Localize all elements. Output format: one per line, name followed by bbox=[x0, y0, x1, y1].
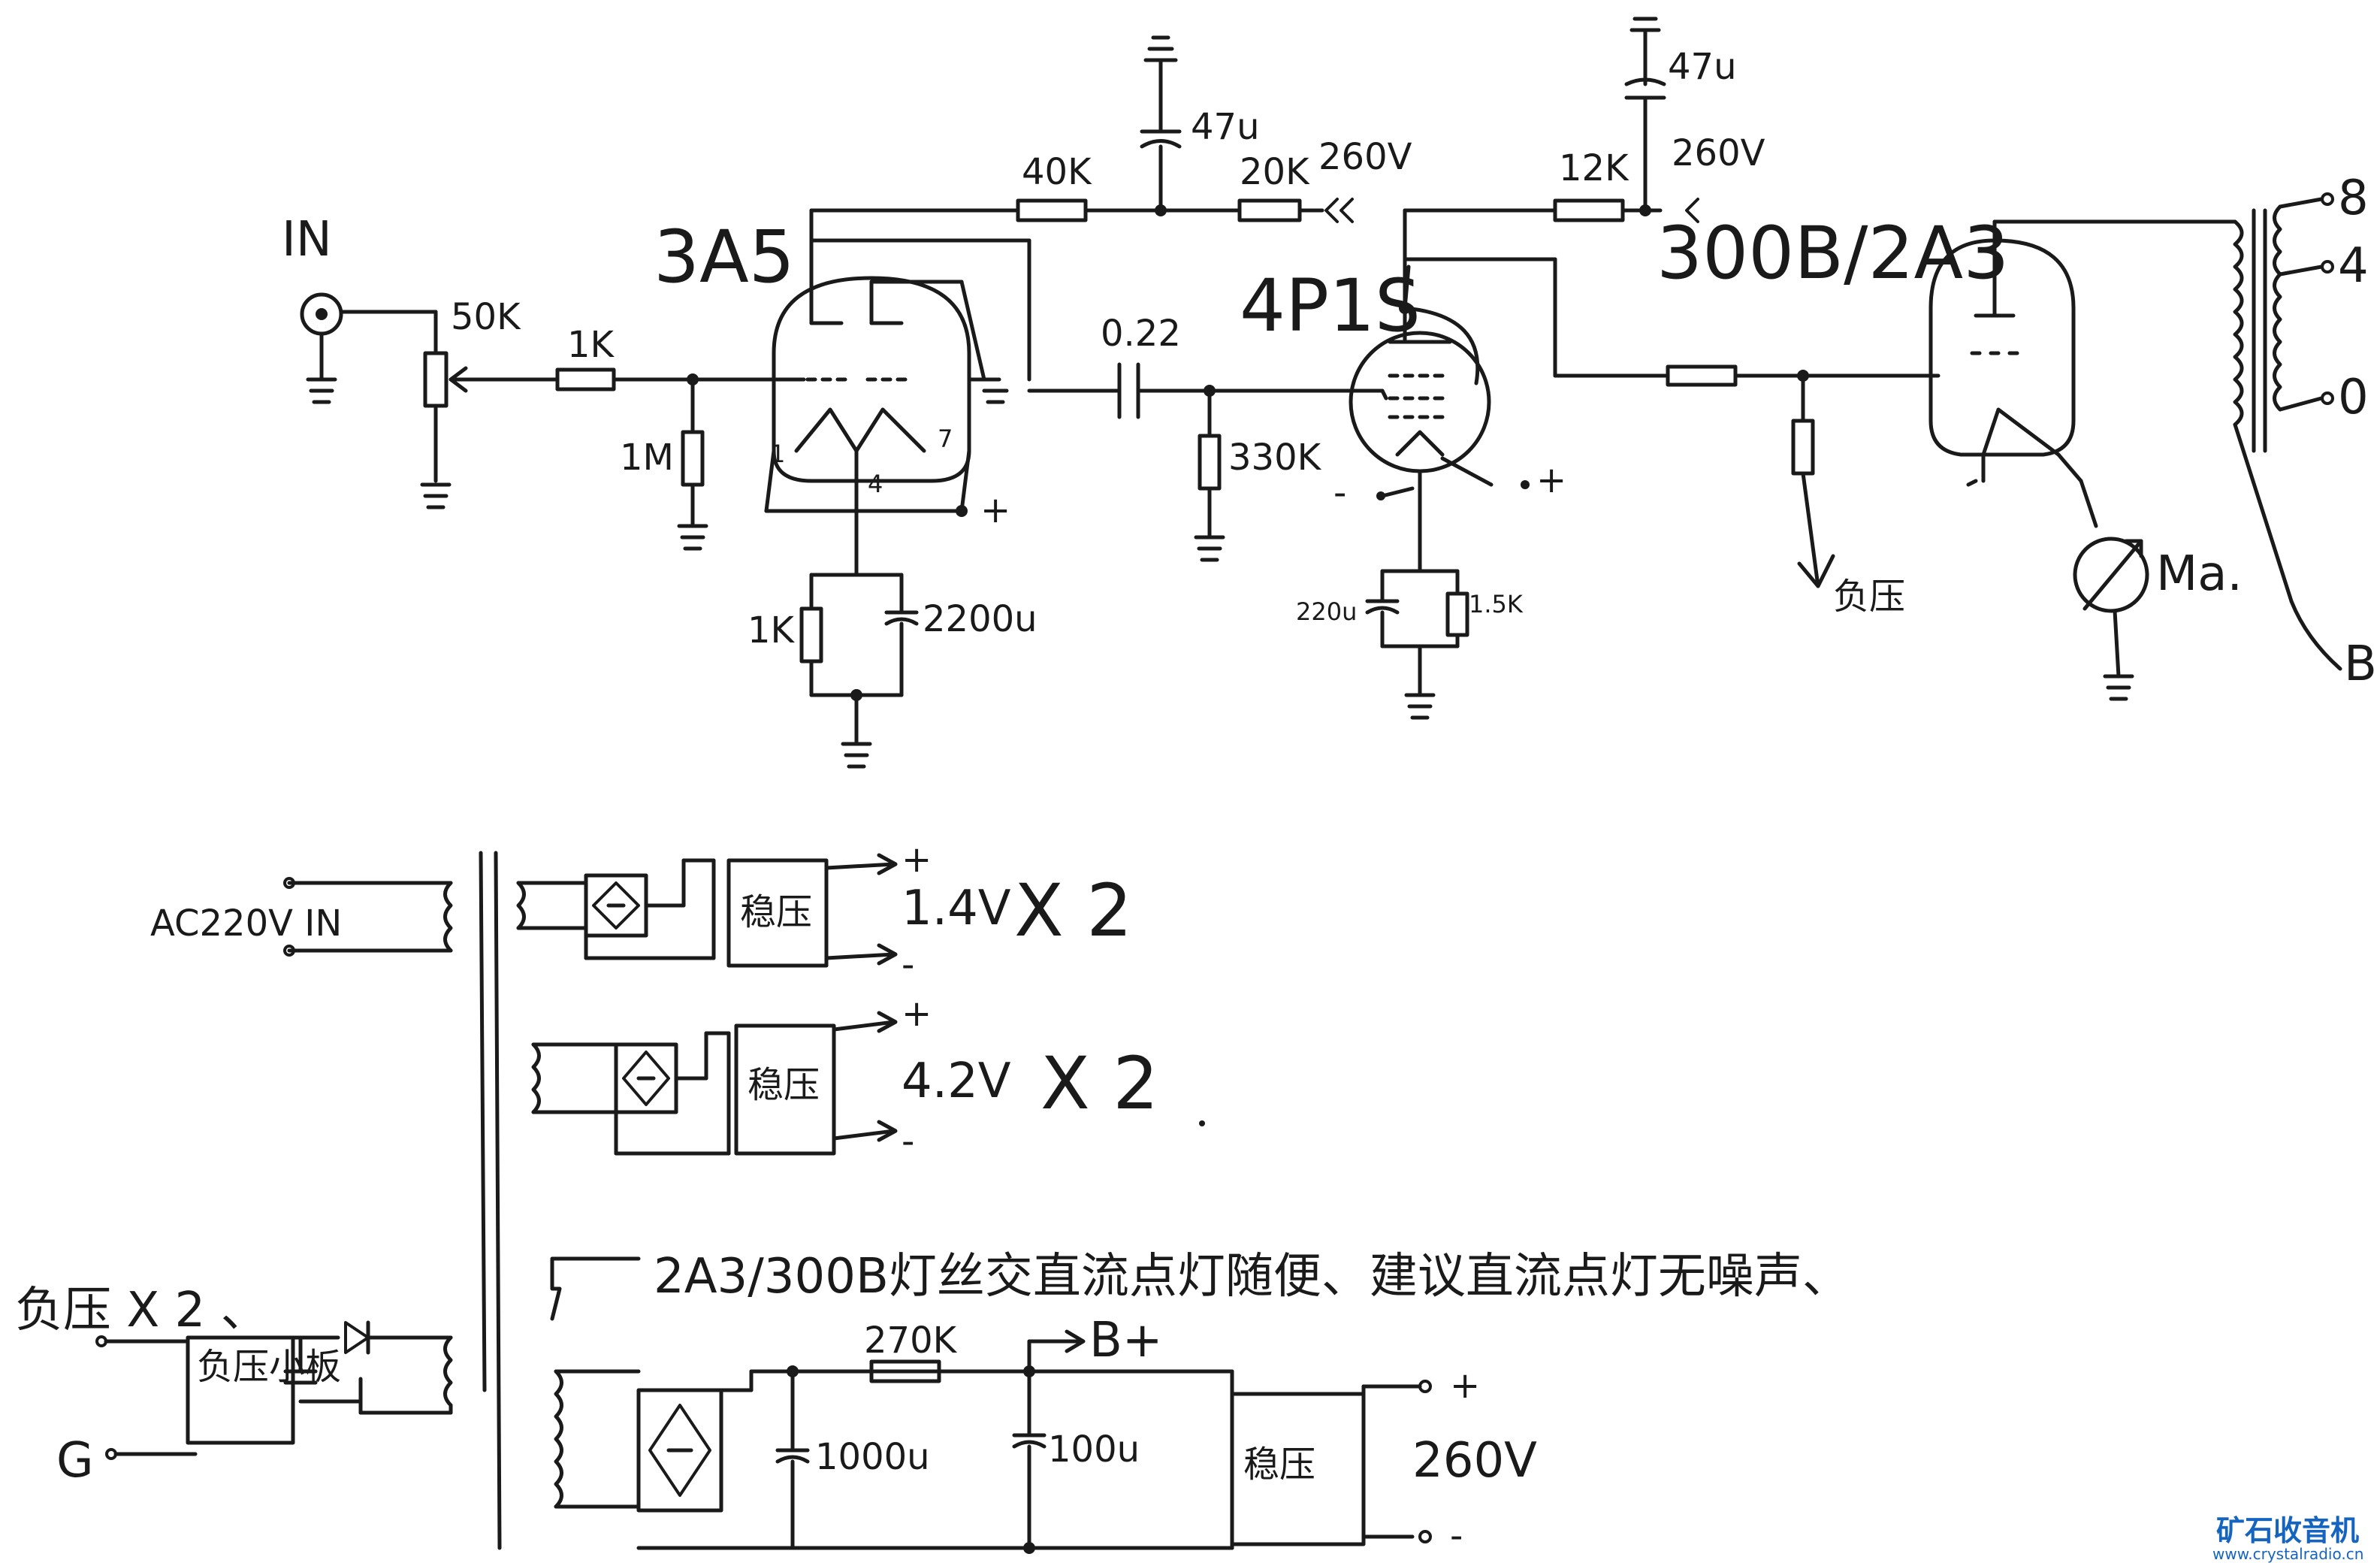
c-coupling-value: 0.22 bbox=[1101, 313, 1181, 355]
psu-2-count: X 2 bbox=[1040, 1041, 1158, 1126]
c-100u-value: 100u bbox=[1048, 1428, 1140, 1471]
tube-3a5 bbox=[757, 208, 1009, 528]
b-plus-label: B+ bbox=[1089, 1313, 1163, 1368]
ac-input-label: AC220V IN bbox=[150, 902, 342, 945]
psu-2-minus: - bbox=[902, 1120, 914, 1162]
pin-7-label: 7 bbox=[938, 425, 953, 453]
psu-4v2 bbox=[531, 1011, 898, 1156]
coupling-capacitor bbox=[1027, 362, 1385, 419]
psu-1-minus: - bbox=[902, 944, 914, 986]
r-cathode-v1-value: 1K bbox=[748, 609, 796, 651]
v2-filament-minus-dot bbox=[1376, 491, 1385, 500]
pot-value: 50K bbox=[451, 296, 521, 338]
c-cathode-v2-value: 220u bbox=[1296, 597, 1357, 626]
mains-transformer bbox=[283, 851, 502, 1550]
r-grid-330k-value: 330K bbox=[1228, 437, 1322, 479]
neg-bias-label: 负压 bbox=[1833, 576, 1905, 618]
psu-1v4 bbox=[516, 853, 898, 968]
reg-3-label: 稳压 bbox=[1243, 1444, 1315, 1486]
c-cathode-v1-value: 2200u bbox=[923, 598, 1037, 640]
ma-meter bbox=[2073, 479, 2149, 701]
output-tap-8: 8 bbox=[2338, 171, 2369, 226]
psu-2-period bbox=[1199, 1120, 1205, 1126]
v2-filament-minus: - bbox=[1333, 472, 1346, 514]
b-plus-tag: B bbox=[2344, 636, 2377, 692]
negative-bias-supply bbox=[95, 1320, 453, 1460]
hv-output-voltage: 260V bbox=[1412, 1433, 1537, 1489]
psu-1-plus: + bbox=[902, 839, 932, 881]
filament-note: 2A3/300B灯丝交直流点灯随便、建议直流点灯无噪声、 bbox=[654, 1249, 1850, 1304]
c-decoup-top-value: 47u bbox=[1191, 106, 1260, 148]
reg-1-label: 稳压 bbox=[740, 891, 812, 933]
ground-g-label: G bbox=[56, 1433, 94, 1489]
v2-filament-plus: + bbox=[1536, 459, 1566, 501]
psu-2-voltage: 4.2V bbox=[902, 1054, 1011, 1109]
v2-plate-network bbox=[1403, 17, 1941, 588]
watermark-logo: 矿石收音机 bbox=[2216, 1514, 2359, 1547]
reg-2-label: 稳压 bbox=[748, 1064, 820, 1106]
decoupling-cap-top bbox=[1140, 35, 1182, 213]
v2-cathode-network bbox=[1365, 554, 1469, 720]
hv-minus: - bbox=[1450, 1515, 1463, 1557]
tube-300b-2a3 bbox=[1928, 219, 2207, 487]
neg-board-label: 负压小板 bbox=[197, 1346, 341, 1388]
output-transformer bbox=[2203, 192, 2342, 671]
r-270k-value: 270K bbox=[864, 1320, 958, 1362]
input-jack bbox=[300, 292, 343, 404]
tube-v3-label: 300B/2A3 bbox=[1657, 211, 2009, 295]
tube-4p1s bbox=[1349, 223, 1494, 573]
r-series-in-value: 1K bbox=[567, 324, 615, 366]
ma-meter-label: Ma. bbox=[2156, 546, 2243, 602]
output-tap-0: 0 bbox=[2338, 370, 2369, 425]
input-series-resistor bbox=[479, 367, 761, 392]
supply-260v-a: 260V bbox=[1318, 136, 1412, 178]
pin-4-label: 4 bbox=[868, 470, 883, 498]
r-grid-1m-value: 1M bbox=[620, 437, 674, 479]
v1-filament-plus: + bbox=[980, 489, 1010, 531]
v2-filament-plus-dot bbox=[1521, 480, 1530, 489]
grid-leak-resistor-1m bbox=[677, 377, 708, 551]
r-12k-value: 12K bbox=[1559, 147, 1629, 189]
psu-1-voltage: 1.4V bbox=[902, 881, 1011, 936]
output-tap-4: 4 bbox=[2338, 238, 2369, 294]
supply-260v-b: 260V bbox=[1672, 132, 1765, 174]
r-cathode-v2-value: 1.5K bbox=[1469, 590, 1524, 618]
c-decoup-right-value: 47u bbox=[1668, 46, 1737, 88]
tube-v1-label: 3A5 bbox=[654, 215, 795, 299]
psu-2-plus: + bbox=[902, 993, 932, 1035]
neg-supply-label: 负压 X 2 、 bbox=[15, 1283, 269, 1338]
tube-v2-label: 4P1S bbox=[1240, 264, 1421, 348]
watermark-url: www.crystalradio.cn bbox=[2212, 1545, 2363, 1563]
note-bracket bbox=[550, 1256, 641, 1321]
psu-1-count: X 2 bbox=[1014, 869, 1132, 953]
volume-potentiometer bbox=[339, 310, 483, 509]
v1-cathode-network bbox=[799, 524, 919, 769]
c-1000u-value: 1000u bbox=[815, 1436, 930, 1478]
hv-plus: + bbox=[1450, 1365, 1480, 1407]
grid-resistor-330k bbox=[1194, 388, 1225, 562]
r-plate-40k-value: 40K bbox=[1022, 151, 1092, 193]
r-20k-value: 20K bbox=[1240, 151, 1310, 193]
input-label: IN bbox=[282, 212, 332, 268]
pin-1-label: 1 bbox=[770, 440, 785, 468]
hv-supply bbox=[554, 1329, 1432, 1554]
